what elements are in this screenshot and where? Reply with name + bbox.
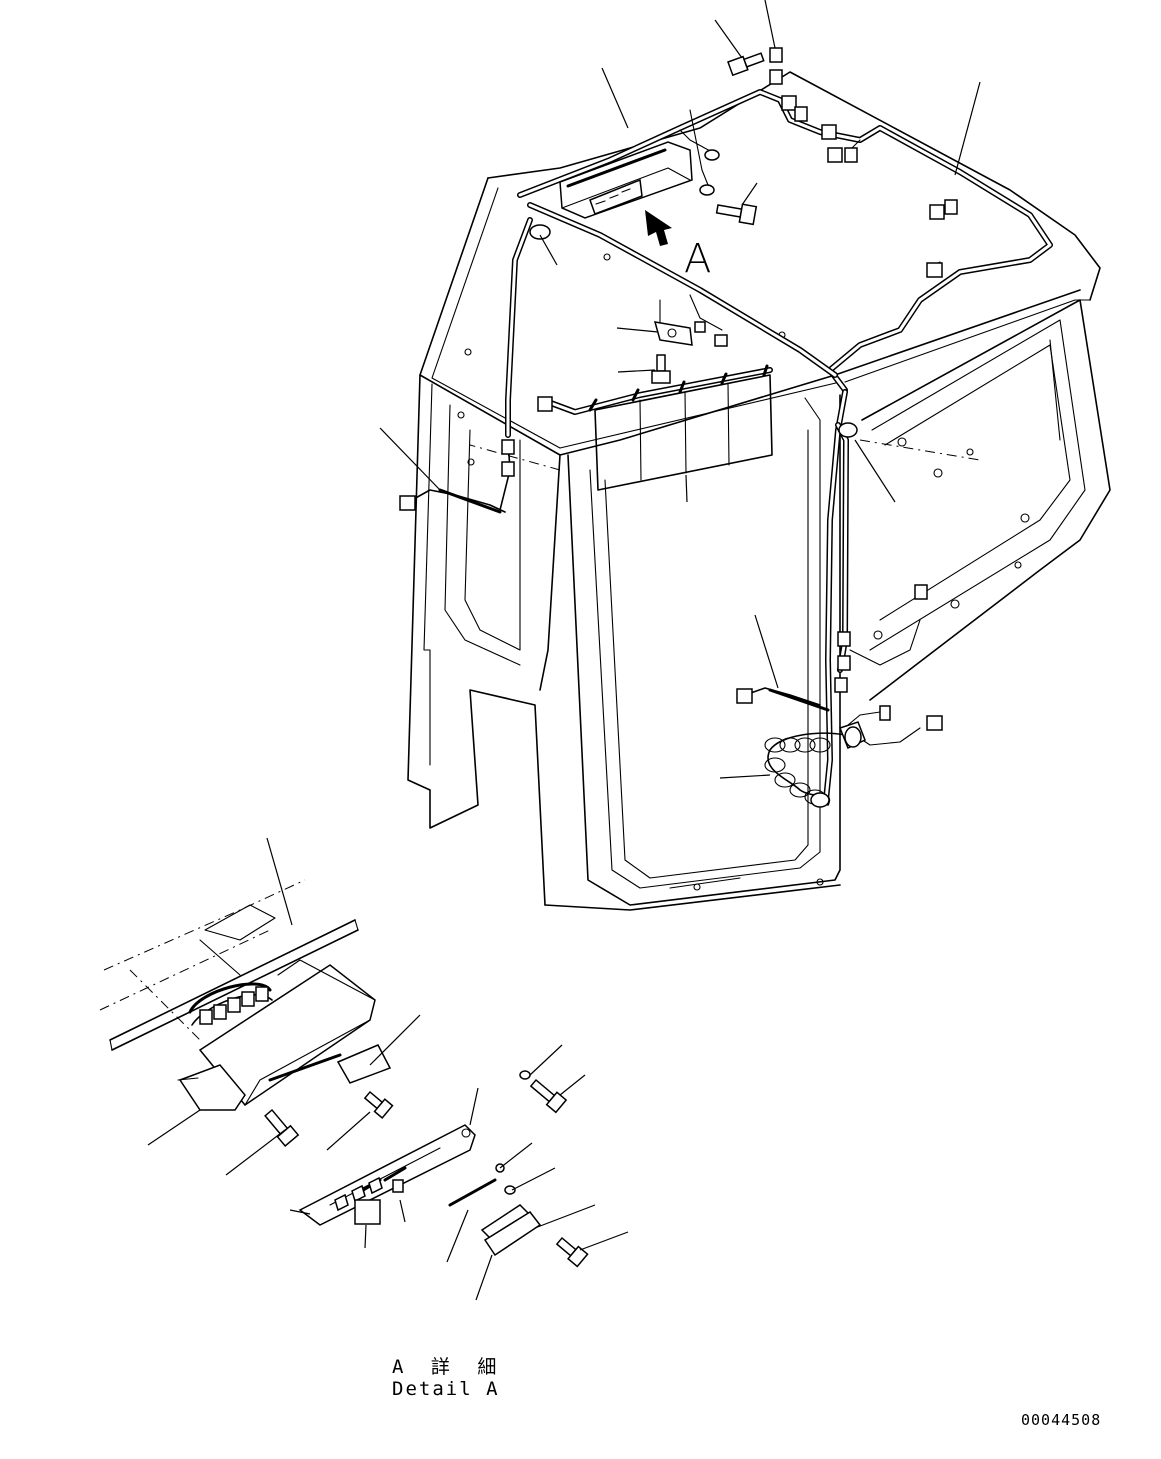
short-harnesses [411, 439, 830, 712]
view-marker-label: A [684, 236, 711, 282]
grommets [529, 149, 862, 808]
wire-connectors [399, 47, 958, 731]
drawing-number: 00044508 [1021, 1411, 1102, 1429]
leader-lines [147, 0, 981, 1301]
detail-a-assembly [99, 879, 589, 1268]
detail-caption-english: Detail A [392, 1378, 500, 1400]
roof-bolts [651, 52, 765, 384]
bracket-plate [653, 299, 693, 346]
view-direction-arrow [645, 210, 672, 246]
cab-frame [407, 71, 1111, 911]
frame-bolt-holes [457, 253, 1030, 891]
detail-caption-japanese: A 詳 細 [392, 1356, 505, 1378]
roof-wire-harness [505, 89, 1053, 438]
window-film-panel [588, 364, 773, 491]
roof-control-unit [559, 141, 693, 219]
